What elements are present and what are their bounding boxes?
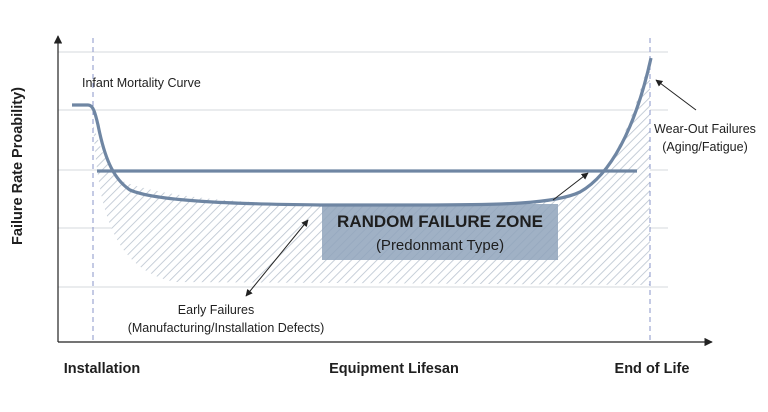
x-axis-label: Equipment Lifesan xyxy=(329,361,459,377)
early-failures-label-line1: Early Failures xyxy=(178,303,254,317)
random-failure-zone-subtitle: (Predonmant Type) xyxy=(376,237,504,254)
early-failures-arrow xyxy=(245,219,309,297)
infant-mortality-label: Infant Mortality Curve xyxy=(82,76,201,90)
wear-out-label-line1: Wear-Out Failures xyxy=(654,122,756,136)
x-end-label: End of Life xyxy=(615,361,690,377)
wear-out-arrow xyxy=(655,79,697,111)
wear-out-label-line2: (Aging/Fatigue) xyxy=(662,140,747,154)
bathtub-curve xyxy=(72,57,653,207)
random-zone-to-curve-arrow xyxy=(552,172,589,201)
x-start-label: Installation xyxy=(64,361,141,377)
random-failure-zone-box xyxy=(322,204,558,260)
y-axis-label: Failure Rate Proability) xyxy=(10,87,26,245)
random-failure-zone-title: RANDOM FAILURE ZONE xyxy=(337,212,543,231)
early-failures-label-line2: (Manufacturing/Installation Defects) xyxy=(128,321,325,335)
